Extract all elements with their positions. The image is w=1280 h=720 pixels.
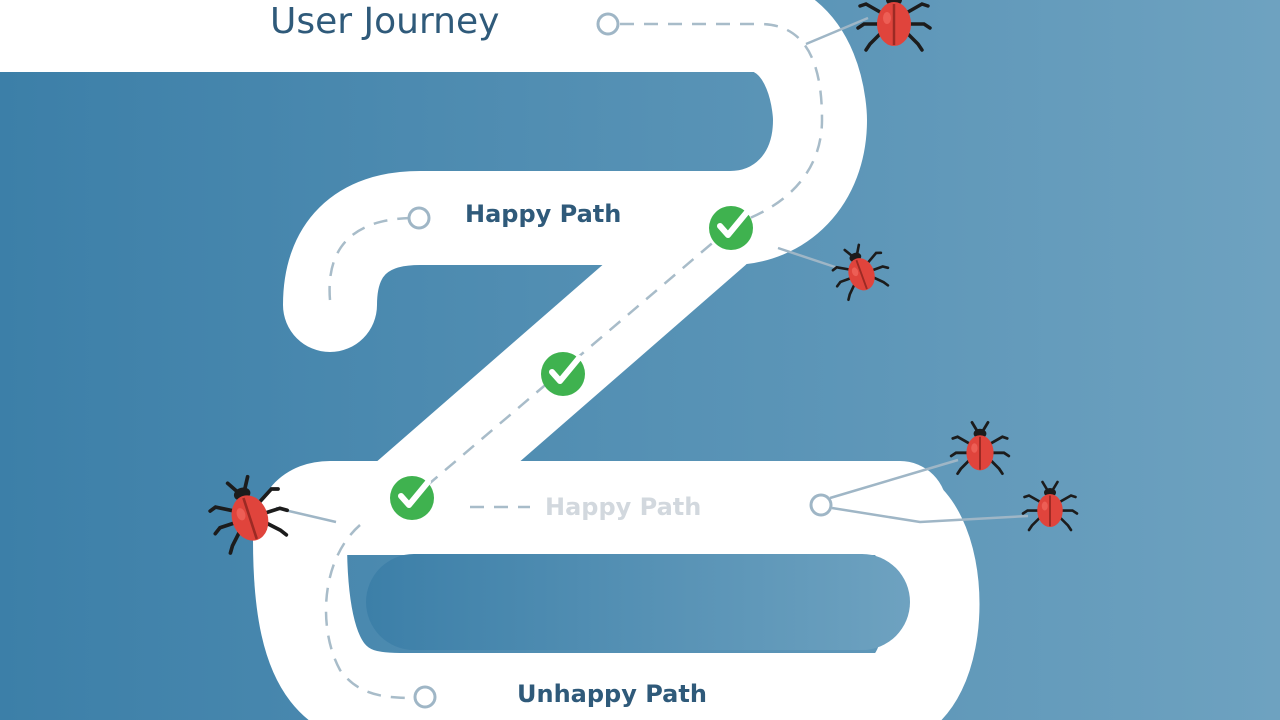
loop-center — [366, 554, 910, 650]
ring-node-icon — [809, 493, 833, 517]
ring-node-icon — [596, 12, 620, 36]
check-circle-icon — [541, 352, 585, 396]
dashed-guideline — [324, 22, 824, 700]
faded-path-label: Happy Path — [545, 493, 701, 521]
unhappy-path-label: Unhappy Path — [517, 680, 707, 708]
diagram-title: User Journey — [270, 1, 499, 42]
happy-path-label: Happy Path — [465, 200, 621, 228]
check-circle-icon — [709, 206, 753, 250]
checkpoints — [390, 206, 753, 520]
check-circle-icon — [390, 476, 434, 520]
ring-node-icon — [407, 206, 431, 230]
ring-nodes — [407, 12, 833, 709]
ring-node-icon — [413, 685, 437, 709]
